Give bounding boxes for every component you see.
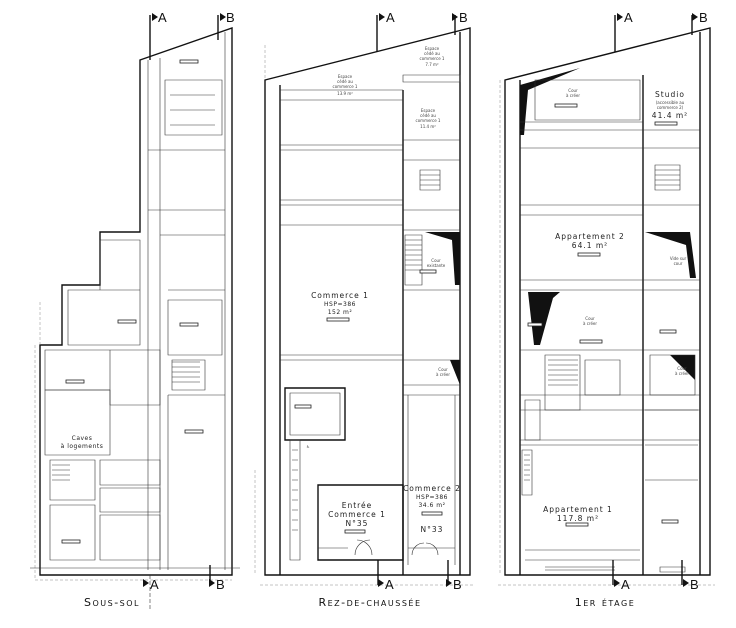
room-sublabel-cour-existante: existante [427, 263, 446, 268]
room-area-appartement-2: 64.1 m² [572, 241, 608, 250]
room-sublabel-cour-1: à créer [566, 93, 580, 98]
svg-text:B: B [699, 10, 708, 25]
ground-floor-outline [264, 27, 471, 576]
room-sublabel-cour-2: à créer [583, 321, 597, 326]
room-sublabel-cour-3: à créer [675, 371, 689, 376]
room-sublabel2-espace-1: commerce 1 [420, 56, 445, 61]
accessibility-icon: ♿ [306, 444, 310, 449]
svg-text:B: B [690, 577, 699, 592]
svg-text:A: A [621, 577, 630, 592]
svg-text:B: B [216, 577, 225, 592]
room-label-commerce-1: Commerce 1 [311, 291, 369, 300]
section-marker-b-bottom: B [209, 565, 225, 592]
plan-title-rez-de-chaussee: Rez-de-chaussée [318, 596, 421, 609]
room-label-cour-1: Cour [568, 88, 578, 93]
room-label-cour-2: Cour [585, 316, 595, 321]
room-area-appartement-1: 117.8 m² [557, 514, 599, 523]
room-label-vide-sur-cour: Vide sur [670, 256, 687, 261]
svg-text:B: B [453, 577, 462, 592]
plan-title-sous-sol: Sous-sol [84, 596, 140, 609]
room-label-appartement-2: Appartement 2 [555, 232, 625, 241]
room-area-commerce-2: 34.6 m² [418, 502, 445, 509]
room-area-commerce-1: 152 m² [328, 309, 353, 316]
room-label-studio: Studio [655, 90, 685, 99]
section-marker-a-bottom: A [377, 560, 394, 592]
room-label-espace-1: Espace [425, 46, 440, 51]
room-area-espace-2: 13.9 m² [337, 91, 353, 96]
room-label-entree: Entrée [342, 501, 373, 510]
section-marker-a-bottom: A [143, 577, 159, 592]
room-sublabel-caves: à logements [61, 443, 104, 450]
svg-text:B: B [459, 10, 468, 25]
section-marker-b-top: B [217, 10, 235, 40]
svg-text:A: A [624, 10, 633, 25]
room-label-espace-3: Espace [421, 108, 436, 113]
room-sublabel-espace-3: cédé au [420, 113, 436, 118]
plan-1er-etage: Cour à créer Studio (accessible au comme… [498, 10, 715, 609]
svg-text:A: A [150, 577, 159, 592]
first-floor-outline [504, 27, 711, 576]
room-sublabel2-studio: commerce 2) [657, 105, 684, 110]
room-area-espace-1: 7.7 m² [425, 62, 439, 67]
room-area-studio: 41.4 m² [652, 111, 688, 120]
room-sublabel2-espace-3: commerce 1 [416, 118, 441, 123]
svg-text:A: A [385, 577, 394, 592]
room-label-cour-existante: Cour [431, 258, 441, 263]
room-sublabel-vide-sur-cour: cour [674, 261, 683, 266]
section-marker-a-bottom: A [612, 560, 630, 592]
plan-rez-de-chaussee: ♿ Espace cédé au commerce 1 7.7 m² Espac… [254, 10, 475, 609]
room-sublabel-cour-a-creer: à créer [436, 372, 450, 377]
room-hsp-commerce-1: HSP=386 [324, 301, 356, 308]
svg-text:A: A [158, 10, 167, 25]
section-marker-a-top: A [376, 10, 395, 52]
room-sublabel-espace-1: cédé au [424, 51, 440, 56]
section-marker-b-top: B [691, 10, 708, 35]
room-label-commerce-2: Commerce 2 [403, 484, 461, 493]
plan-sous-sol: Caves à logements Sous-sol A B A B [30, 10, 240, 610]
room-number-35: N°35 [346, 519, 369, 528]
svg-text:B: B [226, 10, 235, 25]
room-sublabel-espace-2: cédé au [337, 79, 353, 84]
room-sublabel-studio: (accessible au [656, 100, 685, 105]
room-area-espace-3: 11.4 m² [420, 124, 436, 129]
room-label-caves: Caves [72, 435, 93, 442]
section-marker-b-bottom: B [681, 560, 699, 592]
section-marker-b-bottom: B [446, 560, 462, 592]
room-label-appartement-1: Appartement 1 [543, 505, 613, 514]
room-label-espace-2: Espace [338, 74, 353, 79]
plan-title-1er-etage: 1er étage [575, 596, 636, 609]
basement-outline [39, 27, 233, 576]
svg-text:A: A [386, 10, 395, 25]
room-label-cour-a-creer: Cour [438, 367, 448, 372]
section-marker-a-top: A [614, 10, 633, 52]
room-sublabel-entree: Commerce 1 [328, 510, 386, 519]
room-sublabel2-espace-2: commerce 1 [333, 84, 358, 89]
room-hsp-commerce-2: HSP=386 [416, 494, 448, 501]
room-label-cour-3: Cour [677, 366, 687, 371]
room-number-33: N°33 [421, 525, 444, 534]
section-marker-b-top: B [452, 10, 468, 35]
section-marker-a-top: A [149, 10, 167, 60]
